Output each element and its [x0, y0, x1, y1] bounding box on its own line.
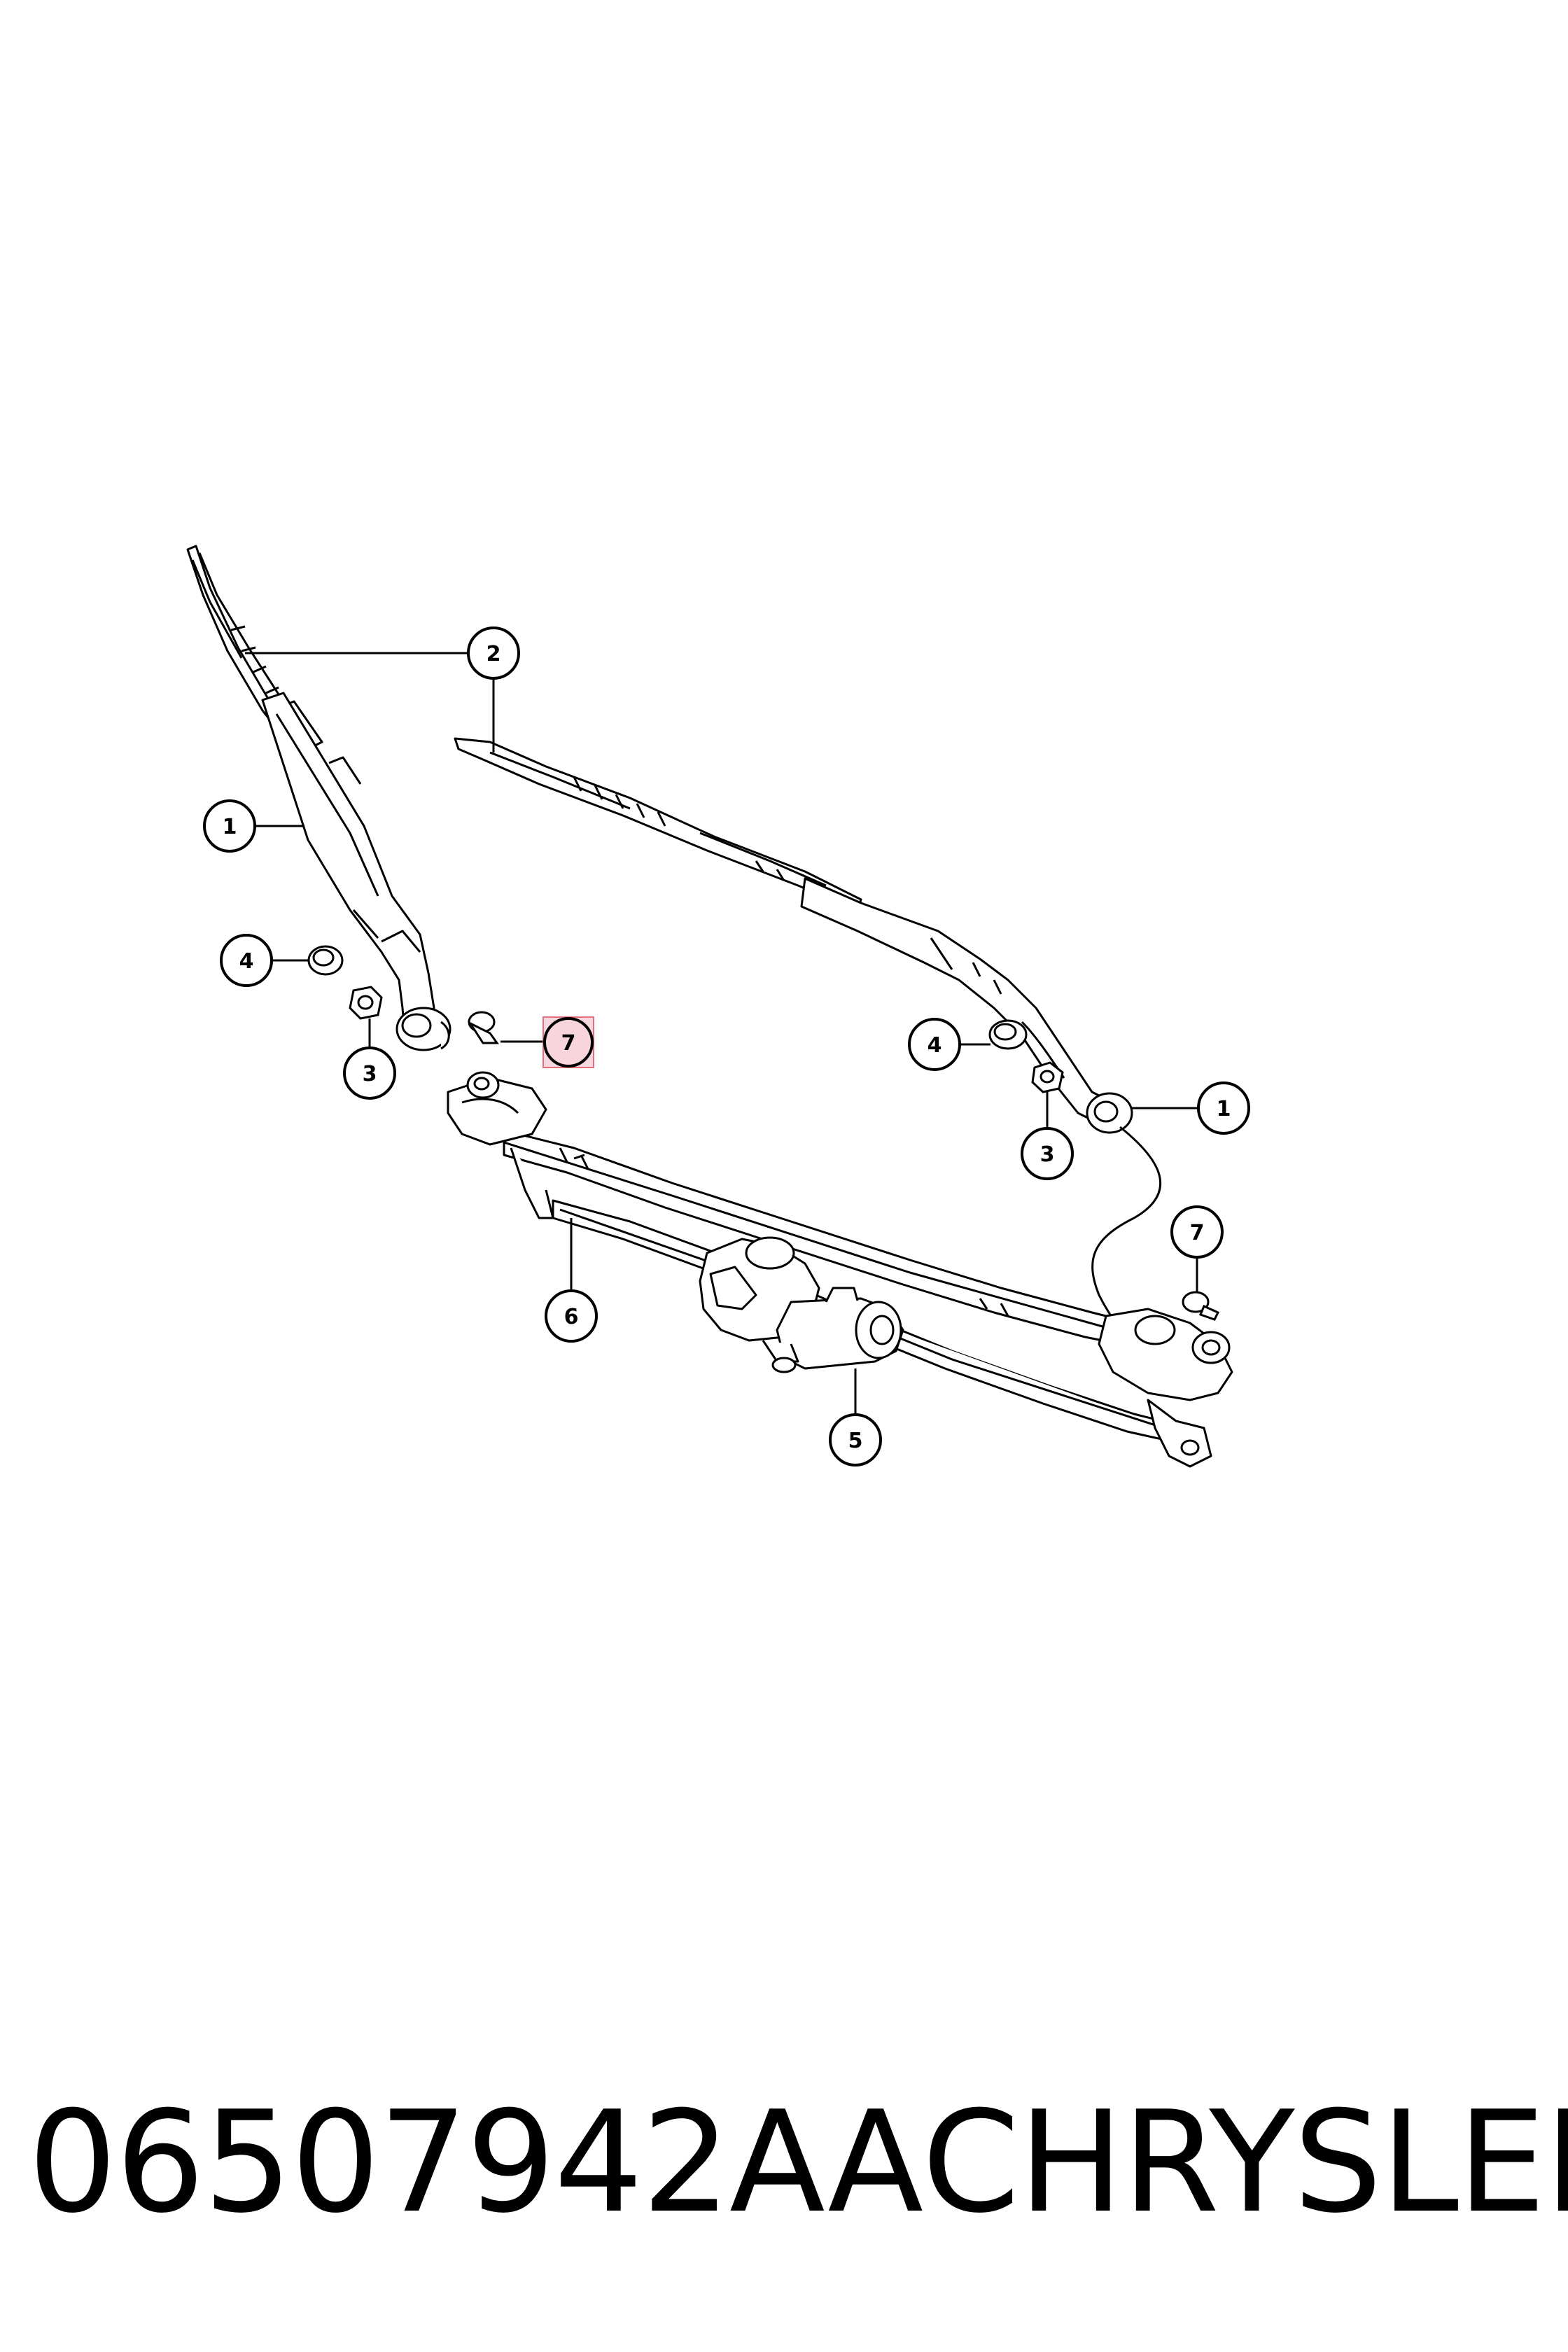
right-washer-nozzle — [1182, 1291, 1220, 1321]
right-arm-pivot-head — [1086, 1092, 1133, 1134]
footer-caption: 06507942AA CHRYSLER — [28, 2072, 1568, 2254]
svg-text:6: 6 — [564, 1305, 579, 1329]
callout-3-left: 3 — [343, 1046, 396, 1100]
svg-text:5: 5 — [848, 1429, 863, 1453]
part-number: 06507942AA — [28, 2081, 923, 2244]
svg-text:1: 1 — [223, 815, 237, 839]
left-wiper-arm — [261, 692, 435, 1041]
left-arm-pivot-head — [396, 1007, 451, 1051]
callout-2: 2 — [467, 626, 520, 680]
leader-lines — [245, 652, 1198, 1414]
svg-text:3: 3 — [1040, 1142, 1055, 1167]
right-nut-cap — [988, 1019, 1028, 1050]
callout-3-right: 3 — [1021, 1127, 1074, 1180]
callout-6: 6 — [545, 1289, 598, 1343]
callout-1-left: 1 — [203, 799, 256, 853]
svg-text:7: 7 — [1190, 1221, 1205, 1245]
right-wiper-arm — [800, 877, 1114, 1125]
svg-text:2: 2 — [486, 642, 501, 666]
svg-text:1: 1 — [1217, 1097, 1231, 1121]
callout-5: 5 — [829, 1413, 882, 1466]
callout-4-left: 4 — [220, 934, 273, 987]
svg-text:7: 7 — [561, 1031, 576, 1056]
left-washer-nozzle — [467, 1011, 499, 1044]
callout-1-right: 1 — [1197, 1082, 1250, 1135]
wiper-motor — [699, 1236, 904, 1373]
right-hex-nut — [1031, 1061, 1064, 1093]
right-wiper-blade — [454, 737, 862, 911]
callout-7-right: 7 — [1170, 1205, 1224, 1259]
callout-4-right: 4 — [908, 1018, 961, 1071]
svg-text:4: 4 — [239, 949, 254, 974]
callout-7-left-highlighted: 7 — [542, 1016, 594, 1068]
left-hex-nut — [349, 986, 383, 1020]
svg-text:4: 4 — [927, 1033, 942, 1058]
svg-text:3: 3 — [363, 1062, 377, 1086]
left-nut-cap — [307, 945, 344, 976]
brand-name: CHRYSLER — [922, 2081, 1568, 2244]
